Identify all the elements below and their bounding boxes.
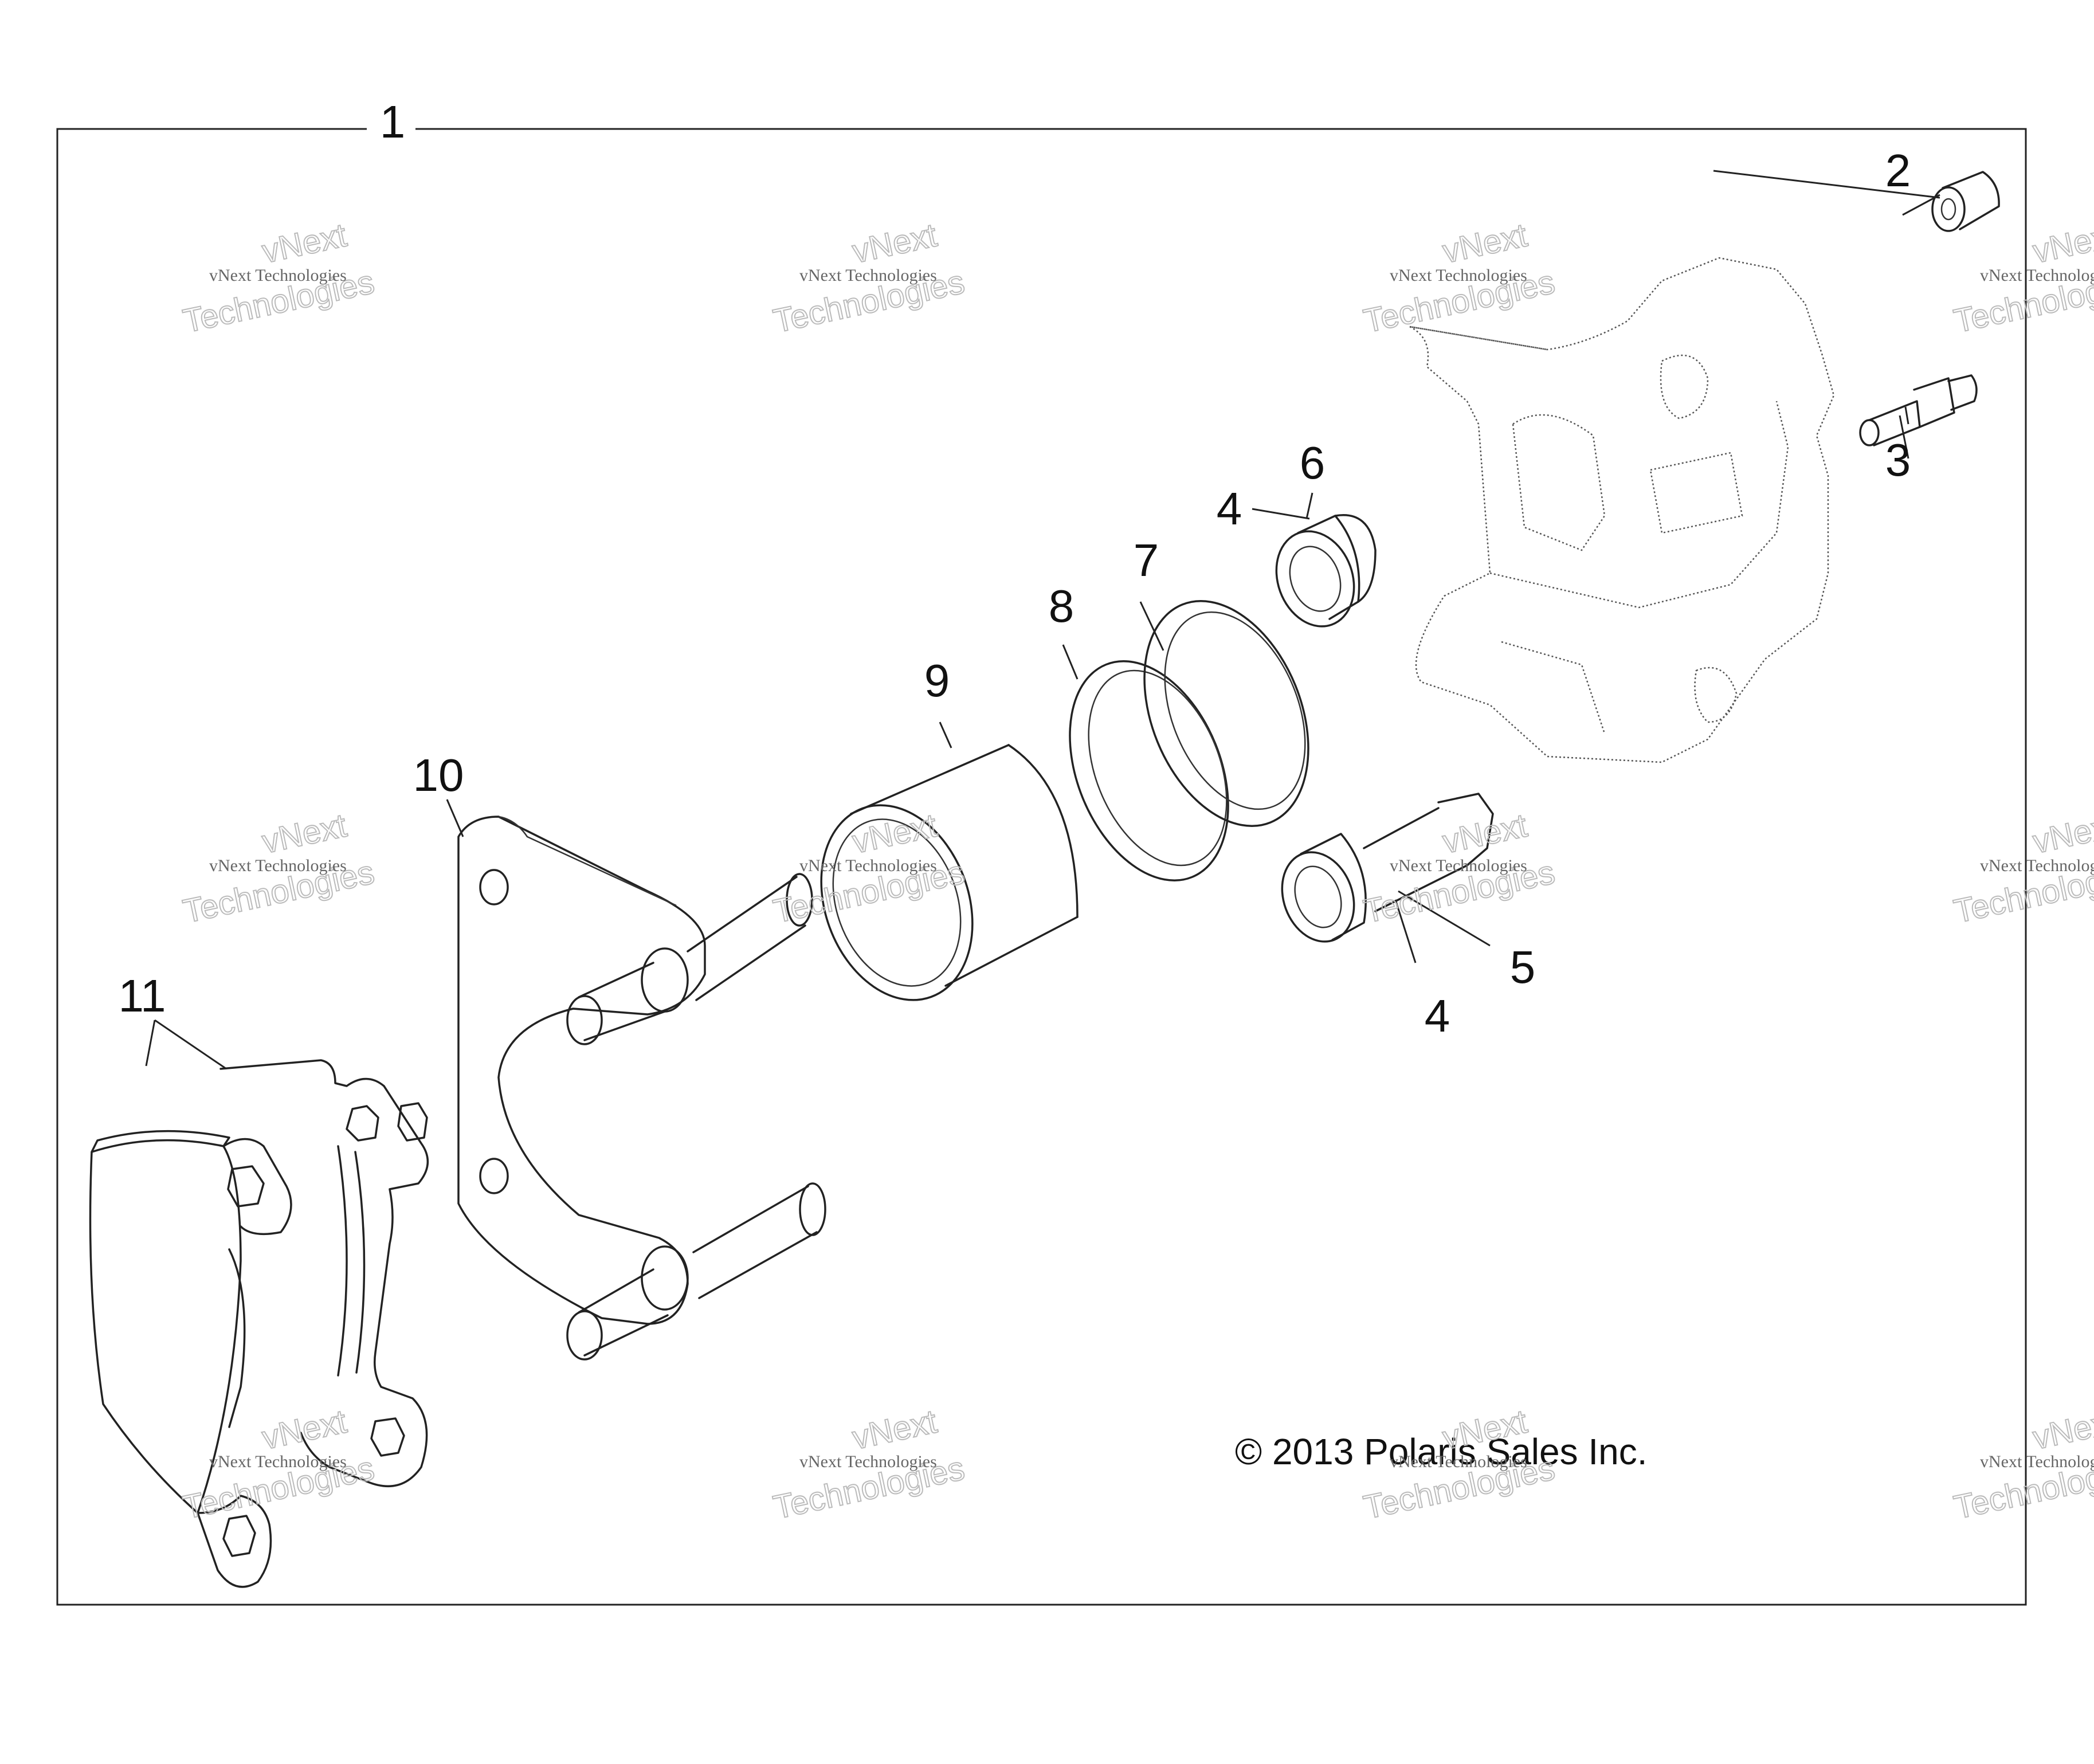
- svg-text:vNext Technologies: vNext Technologies: [799, 1452, 937, 1471]
- svg-text:vNext: vNext: [849, 807, 940, 861]
- callout-4-lower: 4: [1425, 990, 1450, 1041]
- svg-text:vNext: vNext: [849, 1403, 940, 1457]
- callout-10: 10: [413, 750, 464, 801]
- svg-text:vNext Technologies: vNext Technologies: [209, 266, 347, 285]
- svg-text:vNext Technologies: vNext Technologies: [1980, 1452, 2094, 1471]
- svg-text:vNext Technologies: vNext Technologies: [799, 266, 937, 285]
- svg-text:vNext Technologies: vNext Technologies: [1390, 856, 1527, 875]
- svg-text:vNext: vNext: [259, 1403, 350, 1457]
- callouts: 1 2 3 4 6 7 8 9 10 5 4 11: [118, 96, 1911, 1041]
- caliper-body: [1409, 257, 1835, 763]
- watermark: vNext Technologies vNext Technologies: [1360, 806, 1559, 931]
- svg-text:vNext: vNext: [259, 217, 350, 271]
- slide-pin-lower: [1281, 793, 1494, 943]
- svg-text:vNext: vNext: [849, 217, 940, 271]
- brake-pads: [89, 1059, 429, 1588]
- watermark: vNext Technologies vNext Technologies: [179, 216, 378, 341]
- watermark: vNext Technologies vNext Technologies: [179, 806, 378, 931]
- leader-lines: [145, 170, 1940, 1070]
- svg-text:vNext: vNext: [259, 807, 350, 861]
- svg-text:vNext: vNext: [2030, 807, 2094, 861]
- svg-text:vNext Technologies: vNext Technologies: [1390, 1452, 1527, 1471]
- kit-frame: [56, 128, 2027, 1606]
- svg-text:vNext Technologies: vNext Technologies: [1980, 266, 2094, 285]
- svg-text:vNext: vNext: [2030, 1403, 2094, 1457]
- bleeder-screw: [1859, 374, 1978, 446]
- watermark: vNext Technologies vNext Technologies: [179, 1402, 378, 1527]
- caliper-piston: [820, 744, 1079, 1001]
- svg-text:vNext Technologies: vNext Technologies: [799, 856, 937, 875]
- callout-3: 3: [1885, 434, 1911, 485]
- copyright-notice: © 2013 Polaris Sales Inc.: [1235, 1431, 1648, 1472]
- watermark: vNext Technologies vNext Technologies: [1360, 1402, 1559, 1527]
- callout-11: 11: [118, 970, 166, 1021]
- watermark: vNext Technologies vNext Technologies: [1950, 1402, 2094, 1527]
- callout-4-upper: 4: [1217, 483, 1242, 534]
- svg-text:vNext Technologies: vNext Technologies: [1390, 266, 1527, 285]
- callout-5: 5: [1510, 942, 1536, 993]
- watermark: vNext Technologies vNext Technologies: [770, 216, 968, 341]
- watermark: vNext Technologies vNext Technologies: [770, 1402, 968, 1527]
- slide-pin-boot-upper: [1275, 514, 1377, 628]
- callout-6: 6: [1300, 437, 1326, 488]
- dust-boot: [1143, 600, 1309, 827]
- watermarks: vNext Technologies vNext Technologies vN…: [179, 216, 2094, 1527]
- callout-1: 1: [380, 96, 406, 147]
- watermark: vNext Technologies vNext Technologies: [1360, 216, 1559, 341]
- callout-9: 9: [924, 655, 950, 706]
- caliper-bracket: [457, 816, 826, 1361]
- svg-text:vNext: vNext: [1440, 217, 1531, 271]
- piston-seal: [1069, 660, 1229, 882]
- callout-2: 2: [1885, 145, 1911, 196]
- watermark: vNext Technologies vNext Technologies: [770, 806, 968, 931]
- callout-7: 7: [1134, 535, 1159, 586]
- watermark: vNext Technologies vNext Technologies: [1950, 216, 2094, 341]
- svg-text:vNext Technologies: vNext Technologies: [209, 856, 347, 875]
- watermark: vNext Technologies vNext Technologies: [1950, 806, 2094, 931]
- callout-8: 8: [1049, 581, 1075, 632]
- svg-text:vNext: vNext: [1440, 807, 1531, 861]
- svg-text:vNext Technologies: vNext Technologies: [209, 1452, 347, 1471]
- svg-text:vNext Technologies: vNext Technologies: [1980, 856, 2094, 875]
- bleeder-cap: [1931, 171, 2000, 232]
- svg-text:vNext: vNext: [2030, 217, 2094, 271]
